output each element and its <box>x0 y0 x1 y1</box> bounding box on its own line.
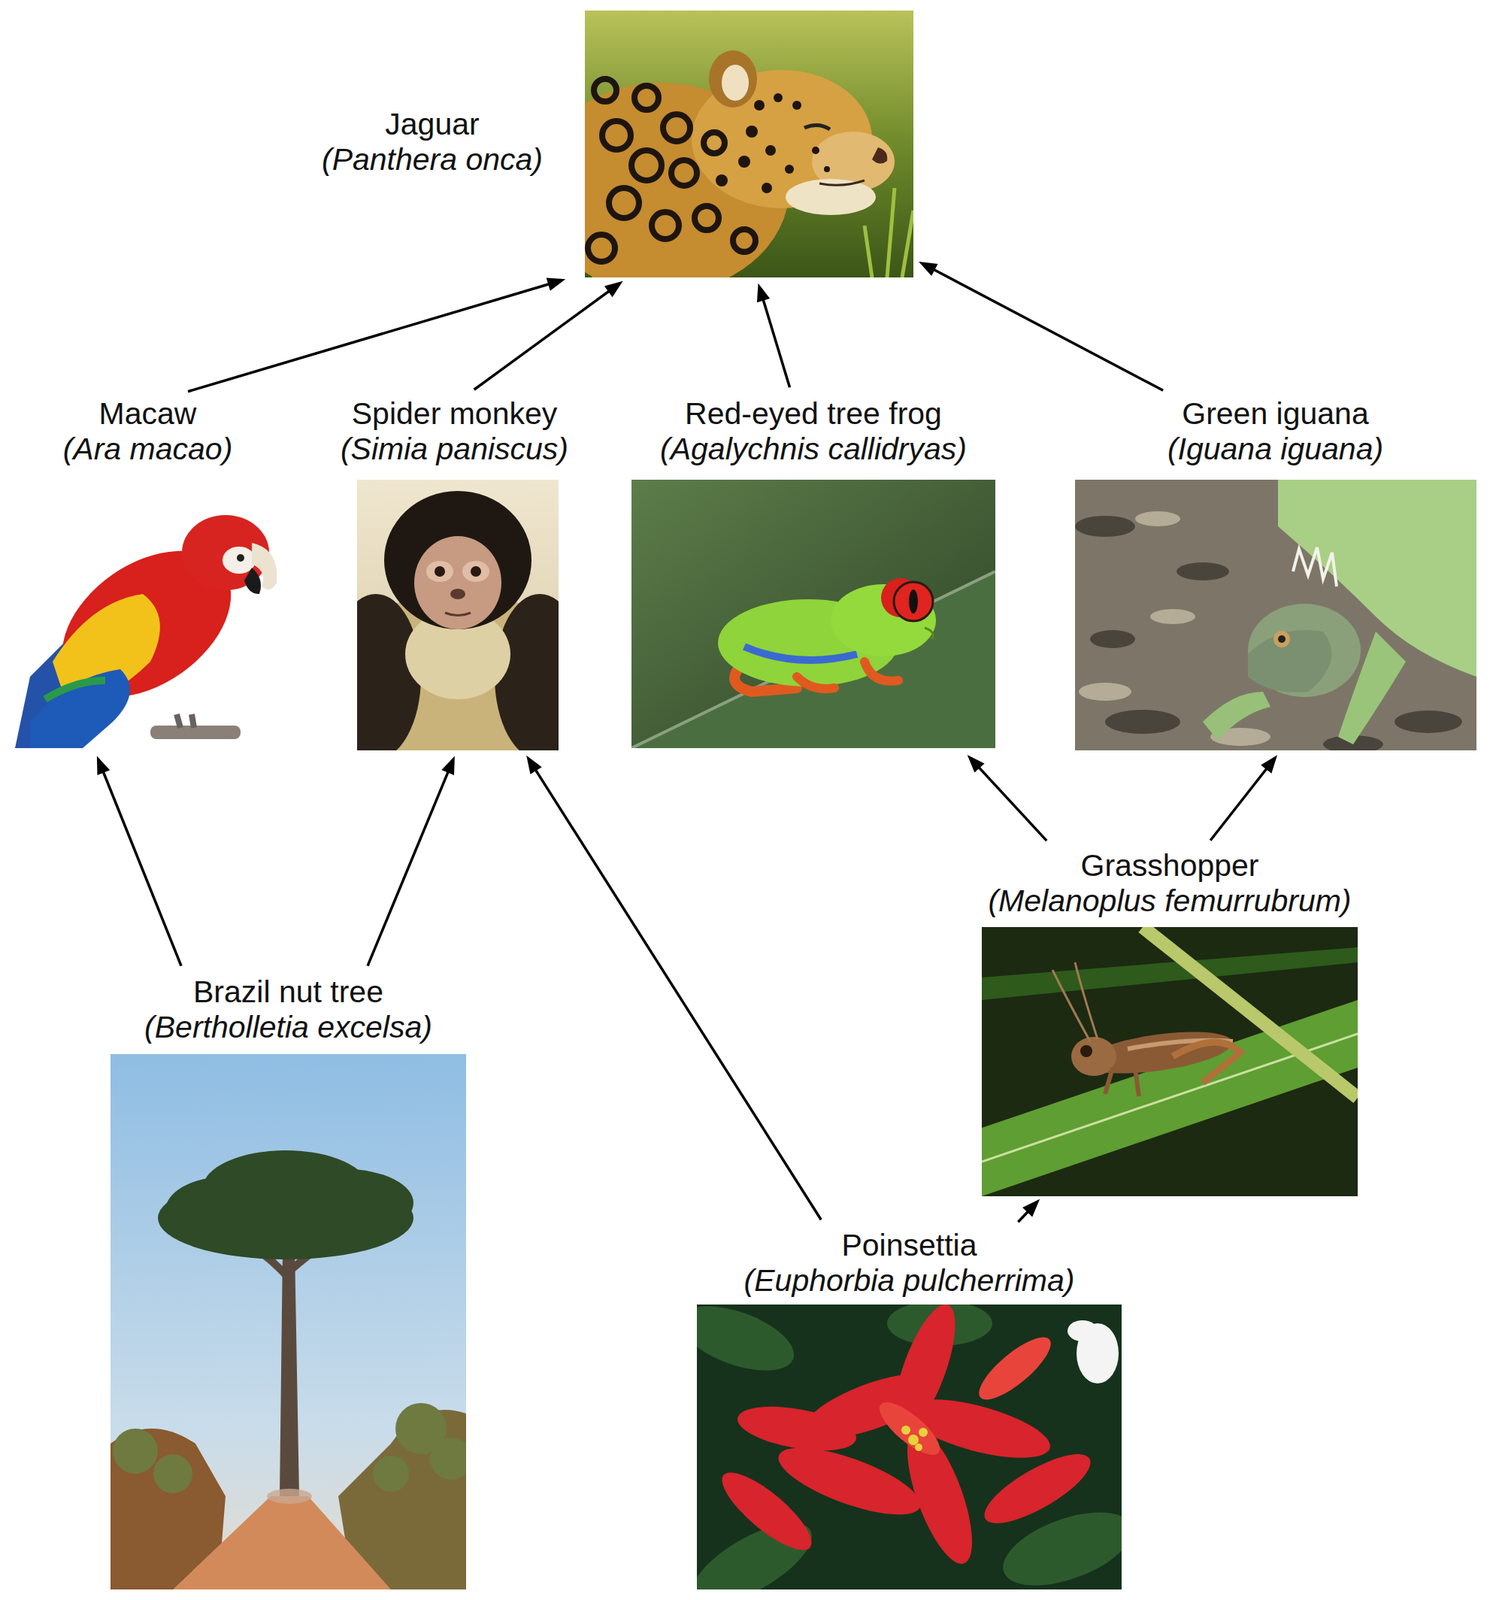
species-label: Macaw(Ara macao) <box>15 396 281 467</box>
arrow-line <box>102 769 182 967</box>
scientific-name: (Ara macao) <box>63 431 234 467</box>
arrow-head <box>1022 1199 1040 1218</box>
scientific-name: (Panthera onca) <box>321 142 543 178</box>
arrow-head <box>757 283 770 303</box>
scientific-name: (Euphorbia pulcherrima) <box>744 1262 1076 1299</box>
feeding-arrow <box>967 754 1048 841</box>
scientific-name: (Melanoplus femurrubrum) <box>987 883 1351 919</box>
arrow-line <box>977 766 1047 842</box>
scientific-name: (Bertholletia excelsa) <box>144 1009 433 1045</box>
arrow-line <box>1210 766 1269 841</box>
arrow-head <box>967 754 985 773</box>
feeding-arrow <box>1210 754 1278 840</box>
arrow-head <box>96 755 110 776</box>
common-name: Green iguana <box>1181 396 1369 432</box>
arrow-line <box>187 283 552 392</box>
arrow-head <box>604 281 624 297</box>
arrow-line <box>534 768 821 1221</box>
organism-node: Green iguana(Iguana iguana) <box>1074 393 1477 751</box>
feeding-arrow <box>187 278 566 392</box>
species-label: Brazil nut tree(Bertholletia excelsa) <box>107 974 470 1045</box>
poinsettia-photo <box>696 1304 1122 1590</box>
organism-node: Red-eyed tree frog(Agalychnis callidryas… <box>630 393 997 751</box>
arrow-line <box>932 268 1163 391</box>
organism-node: Jaguar(Panthera onca) <box>285 10 914 278</box>
species-label: Green iguana(Iguana iguana) <box>1074 396 1477 467</box>
arrow-line <box>762 297 790 388</box>
feeding-arrow <box>1017 1199 1040 1222</box>
species-label: Jaguar(Panthera onca) <box>285 106 579 178</box>
organism-node: Spider monkey(Simia paniscus) <box>324 393 585 751</box>
feeding-arrow <box>96 755 182 966</box>
feeding-arrow <box>526 755 821 1220</box>
species-label: Grasshopper(Melanoplus femurrubrum) <box>964 847 1375 919</box>
organism-node: Poinsettia(Euphorbia pulcherrima) <box>696 1224 1122 1590</box>
feeding-arrow <box>918 261 1163 391</box>
common-name: Grasshopper <box>1080 847 1259 884</box>
species-label: Red-eyed tree frog(Agalychnis callidryas… <box>630 396 997 467</box>
feeding-arrow <box>757 283 791 388</box>
scientific-name: (Iguana iguana) <box>1167 431 1384 467</box>
feeding-arrow <box>367 755 455 966</box>
arrow-head <box>1260 754 1278 773</box>
arrow-head <box>918 261 938 276</box>
common-name: Spider monkey <box>351 396 558 432</box>
common-name: Red-eyed tree frog <box>684 396 942 432</box>
macaw-photo <box>15 499 281 749</box>
tree-frog-photo <box>631 479 996 749</box>
scientific-name: (Agalychnis callidryas) <box>660 431 967 467</box>
iguana-photo <box>1075 479 1477 751</box>
organism-node: Brazil nut tree(Bertholletia excelsa) <box>107 971 470 1590</box>
common-name: Jaguar <box>384 106 479 143</box>
common-name: Brazil nut tree <box>193 974 384 1010</box>
arrow-head <box>441 755 455 776</box>
organism-node: Grasshopper(Melanoplus femurrubrum) <box>964 844 1375 1197</box>
brazil-nut-tree-photo <box>110 1053 467 1590</box>
arrow-line <box>367 769 449 967</box>
scientific-name: (Simia paniscus) <box>340 431 569 467</box>
jaguar-photo <box>584 10 914 278</box>
common-name: Poinsettia <box>841 1227 977 1263</box>
arrow-head <box>546 278 567 291</box>
organism-node: Macaw(Ara macao) <box>15 393 281 751</box>
grasshopper-photo <box>981 926 1358 1197</box>
species-label: Spider monkey(Simia paniscus) <box>324 396 585 467</box>
arrow-line <box>474 290 612 391</box>
arrow-head <box>526 755 542 775</box>
common-name: Macaw <box>99 396 197 432</box>
feeding-arrow <box>474 281 624 391</box>
spider-monkey-photo <box>357 479 559 751</box>
species-label: Poinsettia(Euphorbia pulcherrima) <box>696 1227 1122 1299</box>
